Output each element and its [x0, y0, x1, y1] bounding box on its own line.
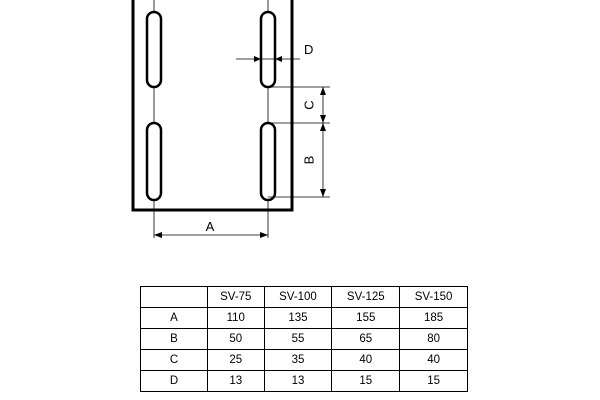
plate-outline — [131, 0, 294, 212]
table-cell: 55 — [263, 328, 333, 350]
dimension-label-c: C — [301, 100, 316, 109]
dimension-label-a: A — [206, 219, 215, 234]
d-arrowhead-right — [275, 56, 282, 62]
dimensions-table: SV-75 SV-100 SV-125 SV-150 A 110 135 155… — [140, 286, 468, 392]
dimension-label-b: B — [301, 156, 316, 165]
a-arrowhead-left — [154, 232, 162, 238]
table-row: A 110 135 155 185 — [140, 307, 468, 329]
table-corner-cell — [140, 286, 208, 308]
table-cell: 135 — [263, 307, 333, 329]
c-arrowhead-top — [320, 87, 326, 95]
table-row: B 50 55 65 80 — [140, 328, 468, 350]
table-cell: 35 — [263, 349, 333, 371]
table-cell: 25 — [207, 349, 265, 371]
table-cell: 15 — [399, 370, 468, 392]
table-cell: 40 — [399, 349, 468, 371]
table-cell: 155 — [331, 307, 401, 329]
b-arrowhead-bottom — [320, 189, 326, 197]
table-cell: 40 — [331, 349, 401, 371]
dimension-label-d: D — [304, 42, 313, 57]
row-label: A — [140, 307, 208, 329]
slot-bottom-left — [145, 121, 163, 202]
column-header: SV-125 — [331, 286, 401, 308]
table-cell: 110 — [207, 307, 265, 329]
table-row: C 25 35 40 40 — [140, 349, 468, 371]
slot-bottom-right — [259, 121, 277, 202]
column-header: SV-100 — [263, 286, 333, 308]
row-label: D — [140, 370, 208, 392]
table-cell: 65 — [331, 328, 401, 350]
slot-top-right — [259, 10, 277, 89]
table-cell: 15 — [331, 370, 401, 392]
row-label: C — [140, 349, 208, 371]
table-row: D 13 13 15 15 — [140, 370, 468, 392]
mounting-plate-drawing: D C B A — [131, 0, 330, 238]
d-arrowhead-left — [254, 56, 261, 62]
table-cell: 13 — [207, 370, 265, 392]
b-arrowhead-top — [320, 123, 326, 131]
table-cell: 185 — [399, 307, 468, 329]
table-header-row: SV-75 SV-100 SV-125 SV-150 — [140, 286, 468, 308]
table-cell: 50 — [207, 328, 265, 350]
a-arrowhead-right — [260, 232, 268, 238]
table-cell: 80 — [399, 328, 468, 350]
slot-top-left — [145, 10, 163, 89]
c-arrowhead-bottom — [320, 115, 326, 123]
column-header: SV-150 — [399, 286, 468, 308]
column-header: SV-75 — [207, 286, 265, 308]
row-label: B — [140, 328, 208, 350]
table-cell: 13 — [263, 370, 333, 392]
